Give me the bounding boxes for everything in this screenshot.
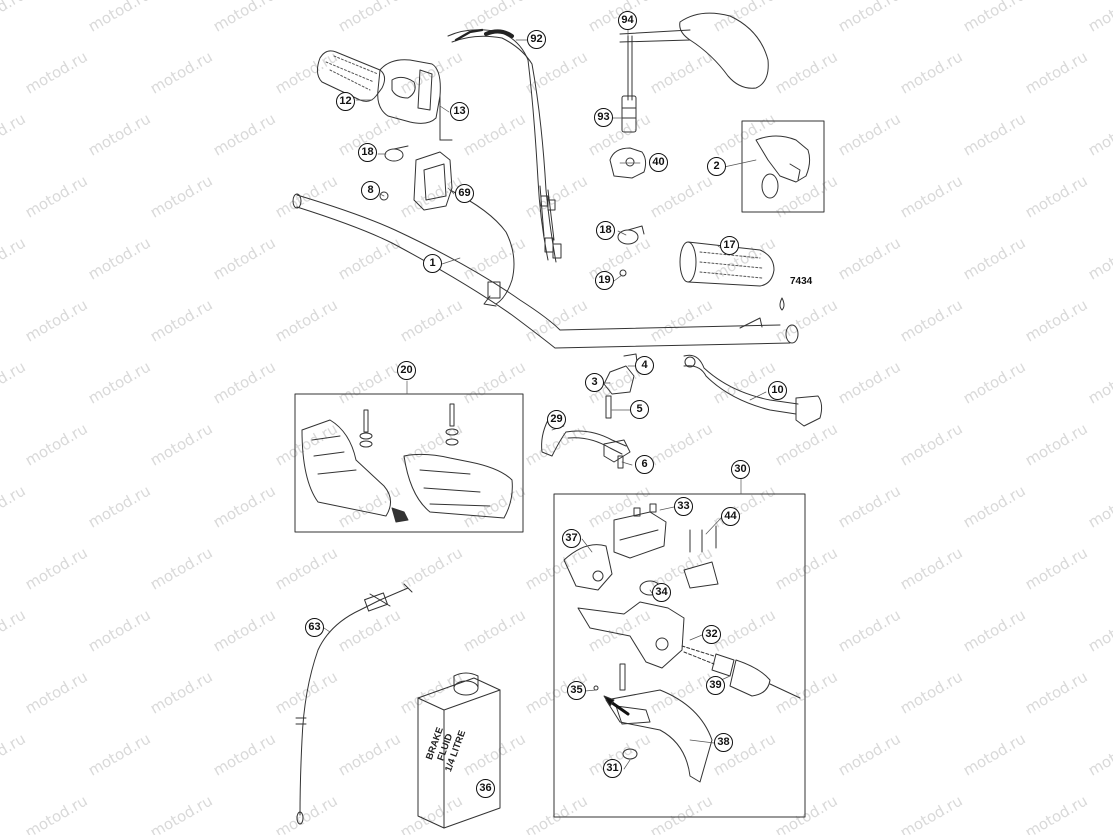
callout-2: 2: [707, 157, 726, 176]
callout-13: 13: [450, 102, 469, 121]
callout-3: 3: [585, 373, 604, 392]
handlebar-part: [292, 193, 799, 349]
callout-33: 33: [674, 497, 693, 516]
mirror-adapter-part: [621, 95, 637, 133]
callout-35: 35: [567, 681, 586, 700]
callout-18a: 18: [358, 143, 377, 162]
reference-code: 7434: [790, 276, 813, 287]
callout-30: 30: [731, 460, 750, 479]
right-grip-part: [679, 241, 775, 287]
callout-5: 5: [630, 400, 649, 419]
callout-8: 8: [361, 181, 380, 200]
callout-39: 39: [706, 676, 725, 695]
callout-93: 93: [594, 108, 613, 127]
callout-19: 19: [595, 271, 614, 290]
callout-12: 12: [336, 92, 355, 111]
callout-10: 10: [768, 381, 787, 400]
mirror-clamp-part: [609, 147, 647, 179]
mirror-holder-box: [741, 120, 825, 213]
callout-92: 92: [527, 30, 546, 49]
callout-31: 31: [603, 759, 622, 778]
callout-36: 36: [476, 779, 495, 798]
callout-69: 69: [455, 184, 474, 203]
small-fastener-parts: [379, 191, 627, 277]
callout-44: 44: [721, 507, 740, 526]
switch-part: [413, 151, 515, 307]
callout-63: 63: [305, 618, 324, 637]
callout-34: 34: [652, 583, 671, 602]
clamp-ring-part: [384, 145, 645, 245]
callout-40: 40: [649, 153, 668, 172]
throttle-cables-part: [447, 28, 562, 263]
clamp-bracket-part: [603, 353, 639, 419]
decompression-cable-part: [295, 583, 413, 825]
callout-4: 4: [635, 356, 654, 375]
callout-18b: 18: [596, 221, 615, 240]
drop-icon: [779, 297, 785, 311]
callout-38: 38: [714, 733, 733, 752]
hot-start-part: [683, 354, 823, 427]
throttle-housing-part: [377, 59, 453, 141]
callout-17: 17: [720, 236, 739, 255]
brake-master-cylinder-box: [553, 493, 806, 818]
mirror-part: [619, 12, 769, 101]
brake-fluid-can: [417, 672, 501, 829]
handguard-box: [294, 393, 524, 533]
callout-1: 1: [423, 254, 442, 273]
callout-37: 37: [562, 529, 581, 548]
callout-32: 32: [702, 625, 721, 644]
callout-6: 6: [635, 455, 654, 474]
callout-94: 94: [618, 11, 637, 30]
left-grip-part: [316, 50, 386, 102]
callout-20: 20: [397, 361, 416, 380]
callout-29: 29: [547, 410, 566, 429]
